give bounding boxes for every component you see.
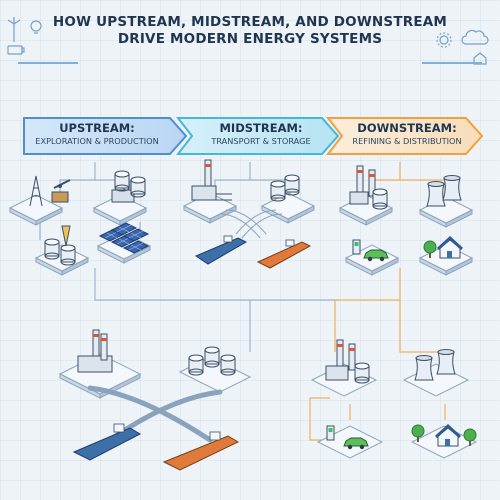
- refinery-icon: [191, 159, 217, 201]
- refinery-icon: [77, 329, 113, 373]
- midstream-cluster: [183, 159, 315, 269]
- battery-icon: [7, 45, 25, 55]
- arrow-shape: [176, 117, 340, 155]
- header: HOW UPSTREAM, MIDSTREAM, AND DOWNSTREAM …: [40, 14, 460, 48]
- stage-title: MIDSTREAM:: [219, 121, 303, 135]
- stage-arrow-midstream: MIDSTREAM: TRANSPORT & STORAGE: [176, 112, 342, 160]
- gear-icon: [436, 32, 452, 48]
- stage-arrow-downstream: DOWNSTREAM: REFINING & DISTRIBUTION: [326, 112, 486, 160]
- wind-turbine-icon: [7, 17, 21, 42]
- arrow-shape: [23, 117, 188, 155]
- tanker-ship-icon: [194, 235, 248, 265]
- stage-title: UPSTREAM:: [59, 121, 135, 135]
- midstream-detail: [58, 329, 252, 471]
- header-rule-right: [422, 62, 482, 64]
- stage-subtitle: REFINING & DISTRIBUTION: [352, 136, 462, 146]
- tanker-ship-icon: [256, 239, 312, 269]
- stage-subtitle: TRANSPORT & STORAGE: [211, 136, 311, 146]
- title-line-2: DRIVE MODERN ENERGY SYSTEMS: [117, 31, 383, 47]
- upstream-cluster: [9, 170, 151, 276]
- refinery-icon: [325, 339, 370, 384]
- stage-title: DOWNSTREAM:: [357, 121, 457, 135]
- downstream-detail: [310, 339, 478, 459]
- refinery-icon: [349, 165, 388, 210]
- arrow-shape: [326, 117, 484, 155]
- cloud-icon: [461, 29, 489, 45]
- house-icon: [436, 236, 464, 260]
- stage-subtitle: EXPLORATION & PRODUCTION: [35, 136, 159, 146]
- tanker-ship-icon: [162, 431, 240, 471]
- header-rule-left: [18, 62, 78, 64]
- connector-lines-downstream: [309, 162, 446, 441]
- ev-charger-icon: [352, 239, 361, 255]
- oil-derrick-icon: [29, 175, 43, 207]
- pipeline-icon: [87, 385, 223, 443]
- storage-tank-icon: [44, 225, 76, 266]
- ev-charger-icon: [326, 425, 335, 441]
- title-line-1: HOW UPSTREAM, MIDSTREAM, AND DOWNSTREAM: [52, 14, 448, 30]
- downstream-cluster: [339, 165, 473, 276]
- lightbulb-icon: [30, 20, 42, 34]
- tanker-ship-icon: [72, 423, 142, 461]
- pumpjack-icon: [51, 179, 71, 203]
- page-title: HOW UPSTREAM, MIDSTREAM, AND DOWNSTREAM …: [40, 14, 460, 48]
- stage-arrow-upstream: UPSTREAM: EXPLORATION & PRODUCTION: [22, 112, 190, 160]
